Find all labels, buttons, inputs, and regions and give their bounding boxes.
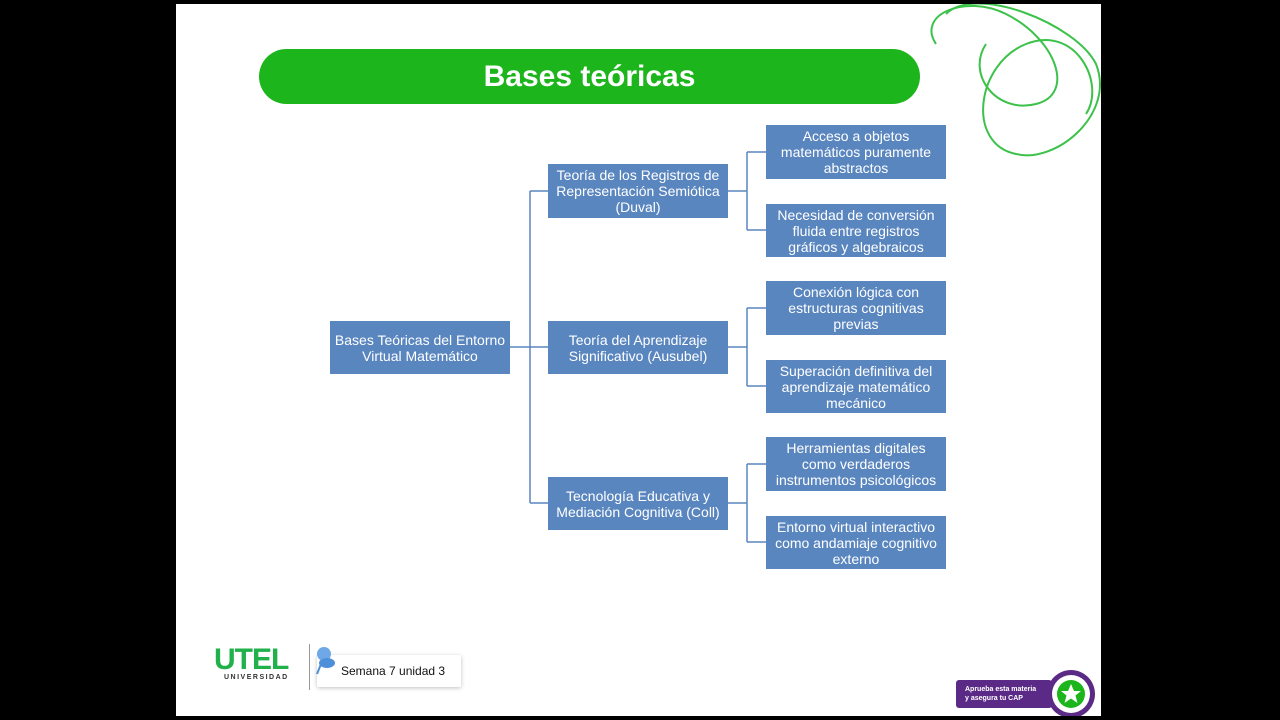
slide-title: Bases teóricas <box>483 59 696 93</box>
utel-logo: UTEL UNIVERSIDAD <box>214 643 289 682</box>
leaf-node-ausubel-2: Superación definitiva del aprendizaje ma… <box>766 360 946 413</box>
leaf-node-coll-1: Herramientas digitales como verdaderos i… <box>766 437 946 491</box>
branch-node-duval: Teoría de los Registros de Representació… <box>548 164 728 218</box>
branch-node-ausubel: Teoría del Aprendizaje Significativo (Au… <box>548 321 728 374</box>
footer-divider <box>309 644 310 690</box>
session-label: Semana 7 unidad 3 <box>341 664 446 678</box>
star-seal-icon <box>1047 670 1095 716</box>
slide: Bases teóricas Bases Teóricas <box>176 4 1101 716</box>
cap-promo-badge[interactable]: Aprueba esta materia y asegura tu CAP <box>956 680 1052 708</box>
pin-icon <box>316 647 335 675</box>
leaf-node-ausubel-1: Conexión lógica con estructuras cognitiv… <box>766 281 946 335</box>
badge-line-1: Aprueba esta materia <box>965 686 1037 693</box>
title-banner: Bases teóricas <box>259 49 920 104</box>
leaf-node-duval-2: Necesidad de conversión fluida entre reg… <box>766 204 946 257</box>
badge-line-2: y asegura tu CAP <box>965 695 1023 702</box>
session-label-box: Semana 7 unidad 3 <box>317 655 461 687</box>
utel-logo-text: UTEL <box>214 643 289 676</box>
leaf-node-duval-1: Acceso a objetos matemáticos puramente a… <box>766 125 946 179</box>
diagram-connectors <box>510 151 766 543</box>
decorative-green-swirl <box>930 4 1101 157</box>
root-node: Bases Teóricas del Entorno Virtual Matem… <box>330 321 510 374</box>
leaf-node-coll-2: Entorno virtual interactivo como andamia… <box>766 516 946 569</box>
utel-logo-subtitle: UNIVERSIDAD <box>224 674 289 681</box>
branch-node-coll: Tecnología Educativa y Mediación Cogniti… <box>548 477 728 530</box>
